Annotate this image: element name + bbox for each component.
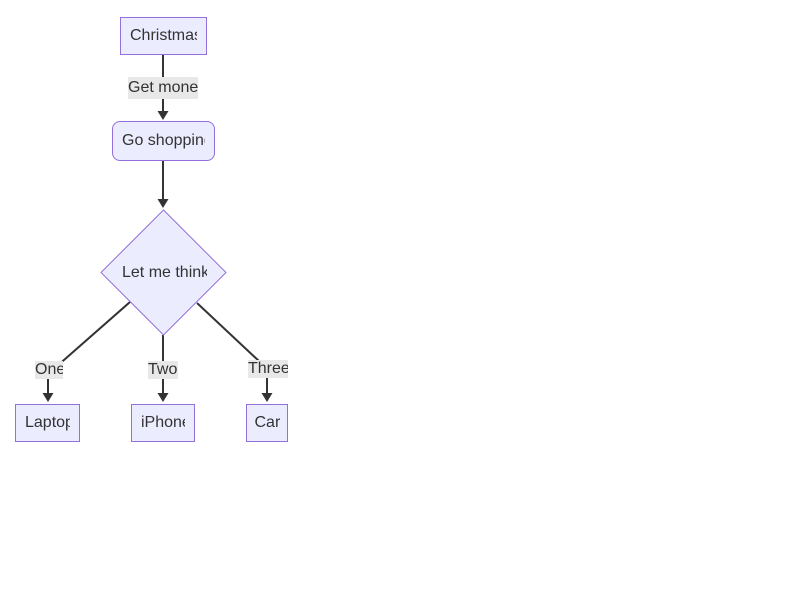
node-christmas: Christmas	[120, 17, 207, 55]
node-go-shopping: Go shopping	[112, 121, 215, 161]
node-iphone: iPhone	[131, 404, 195, 442]
edge-decision-car	[196, 302, 268, 393]
arrowhead-icon	[157, 111, 169, 120]
node-go-shopping-label: Go shopping	[122, 132, 205, 149]
node-christmas-label: Christmas	[130, 27, 197, 44]
arrowhead-icon	[157, 393, 169, 402]
edge-decision-laptop	[47, 301, 131, 393]
node-laptop-label: Laptop	[25, 414, 70, 431]
node-car-label: Car	[254, 414, 280, 431]
arrowhead-icon	[261, 393, 273, 402]
node-decision-shape	[100, 209, 227, 336]
node-iphone-label: iPhone	[141, 414, 185, 431]
arrowhead-icon	[157, 199, 169, 208]
edge-label-two: Two	[148, 361, 178, 379]
arrowhead-icon	[42, 393, 54, 402]
node-car: Car	[246, 404, 288, 442]
edge-label-get-money: Get money	[128, 77, 198, 99]
edge-label-one: One	[35, 361, 63, 379]
node-laptop: Laptop	[15, 404, 80, 442]
node-decision-label: Let me think	[122, 264, 207, 281]
edge-label-three: Three	[248, 360, 288, 378]
